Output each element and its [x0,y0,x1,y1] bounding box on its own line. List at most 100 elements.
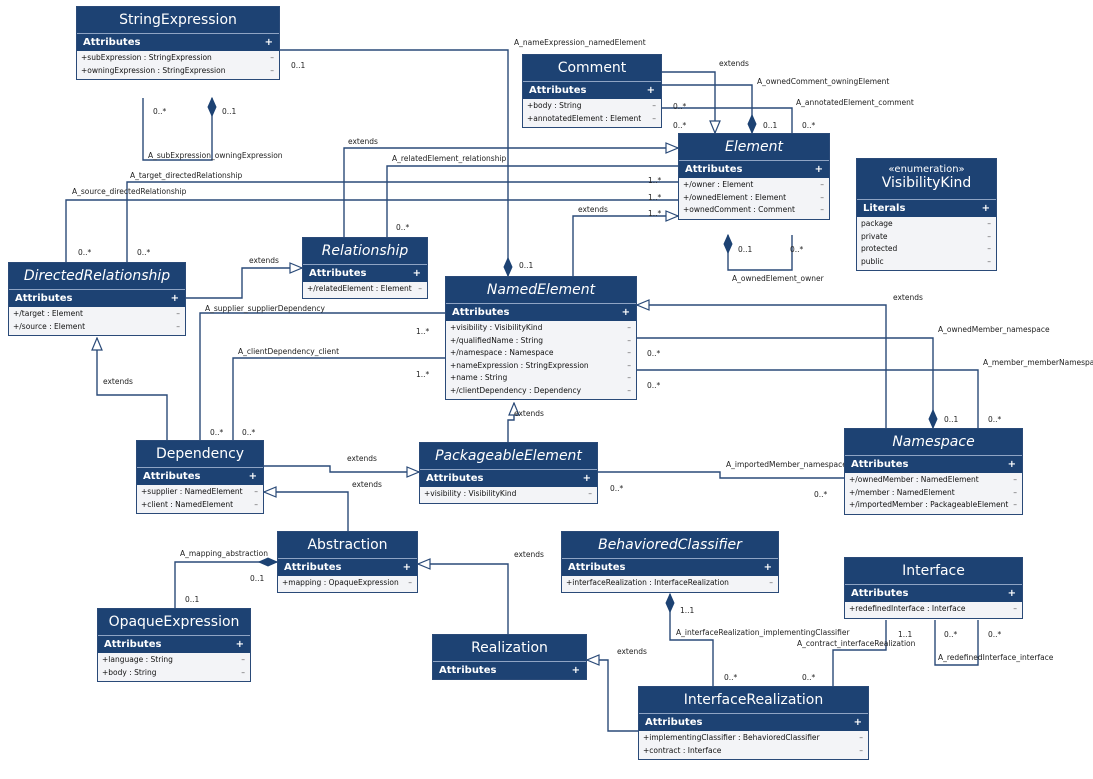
attribute-row[interactable]: +name : String– [446,372,636,385]
remove-attribute-icon[interactable]: – [1013,500,1017,509]
class-string-expression[interactable]: StringExpression Attributes+ +subExpress… [76,6,280,80]
remove-attribute-icon[interactable]: – [176,321,180,331]
enum-visibility-kind[interactable]: «enumeration»VisibilityKind Literals+ pa… [856,158,997,271]
class-comment[interactable]: Comment Attributes+ +body : String–+anno… [522,54,662,128]
attributes-section[interactable]: Attributes+ [303,264,427,282]
remove-attribute-icon[interactable]: – [254,499,258,509]
remove-attribute-icon[interactable]: – [270,65,274,75]
attributes-section[interactable]: Attributes+ [433,661,586,679]
attribute-row[interactable]: +owningExpression : StringExpression– [77,65,279,78]
class-relationship[interactable]: Relationship Attributes+ +/relatedElemen… [302,237,428,299]
attribute-row[interactable]: +body : String– [98,667,250,680]
class-interface-realization[interactable]: InterfaceRealization Attributes+ +implem… [638,686,869,760]
attributes-section[interactable]: Attributes+ [639,713,868,731]
add-attribute-icon[interactable]: + [264,37,273,48]
attribute-row[interactable]: +interfaceRealization : InterfaceRealiza… [562,577,778,590]
class-interface[interactable]: Interface Attributes+ +redefinedInterfac… [844,557,1023,619]
attribute-row[interactable]: +/importedMember : PackageableElement– [845,499,1022,512]
attributes-section[interactable]: Attributes+ [523,81,661,99]
attribute-row[interactable]: +body : String– [523,100,661,113]
class-behaviored-classifier[interactable]: BehavioredClassifier Attributes+ +interf… [561,531,779,593]
remove-attribute-icon[interactable]: – [1013,475,1017,484]
add-attribute-icon[interactable]: + [814,164,823,175]
add-attribute-icon[interactable]: + [646,85,655,96]
class-opaque-expression[interactable]: OpaqueExpression Attributes+ +language :… [97,608,251,682]
attribute-row[interactable]: +contract : Interface– [639,745,868,758]
remove-attribute-icon[interactable]: – [1013,604,1017,613]
attribute-row[interactable]: +client : NamedElement– [137,499,263,512]
add-attribute-icon[interactable]: + [853,717,862,728]
class-packageable-element[interactable]: PackageableElement Attributes+ +visibili… [419,442,598,504]
class-element[interactable]: Element Attributes+ +/owner : Element–+/… [678,133,830,220]
remove-attribute-icon[interactable]: – [241,667,245,677]
attribute-row[interactable]: +/ownedMember : NamedElement– [845,474,1022,487]
remove-attribute-icon[interactable]: – [627,373,631,382]
remove-attribute-icon[interactable]: – [418,284,422,293]
remove-attribute-icon[interactable]: – [987,256,991,266]
attribute-row[interactable]: public– [857,256,996,269]
add-attribute-icon[interactable]: + [1007,588,1016,599]
remove-attribute-icon[interactable]: – [820,192,824,202]
class-directed-relationship[interactable]: DirectedRelationship Attributes+ +/targe… [8,262,186,336]
attribute-row[interactable]: protected– [857,243,996,256]
attribute-row[interactable]: +supplier : NamedElement– [137,486,263,499]
add-attribute-icon[interactable]: + [571,665,580,676]
attribute-row[interactable]: +ownedComment : Comment– [679,204,829,217]
remove-attribute-icon[interactable]: – [859,745,863,755]
attribute-row[interactable]: private– [857,231,996,244]
attributes-section[interactable]: Attributes+ [137,467,263,485]
attributes-section[interactable]: Attributes+ [679,160,829,178]
attributes-section[interactable]: Attributes+ [845,584,1022,602]
remove-attribute-icon[interactable]: – [820,205,824,214]
class-namespace[interactable]: Namespace Attributes+ +/ownedMember : Na… [844,428,1023,515]
attribute-row[interactable]: +visibility : VisibilityKind– [420,488,597,501]
remove-attribute-icon[interactable]: – [176,309,180,318]
attributes-section[interactable]: Attributes+ [278,558,417,576]
attributes-section[interactable]: Attributes+ [77,33,279,51]
attribute-row[interactable]: +mapping : OpaqueExpression– [278,577,417,590]
class-dependency[interactable]: Dependency Attributes+ +supplier : Named… [136,440,264,514]
attribute-row[interactable]: +redefinedInterface : Interface– [845,603,1022,616]
attribute-row[interactable]: +/clientDependency : Dependency– [446,385,636,398]
attribute-row[interactable]: +/qualifiedName : String– [446,335,636,348]
attributes-section[interactable]: Attributes+ [9,289,185,307]
remove-attribute-icon[interactable]: – [820,180,824,189]
add-attribute-icon[interactable]: + [248,471,257,482]
class-named-element[interactable]: NamedElement Attributes+ +visibility : V… [445,276,637,400]
remove-attribute-icon[interactable]: – [627,335,631,345]
class-abstraction[interactable]: Abstraction Attributes+ +mapping : Opaqu… [277,531,418,593]
remove-attribute-icon[interactable]: – [627,360,631,370]
add-attribute-icon[interactable]: + [763,562,772,573]
remove-attribute-icon[interactable]: – [627,348,631,357]
remove-attribute-icon[interactable]: – [859,733,863,742]
attribute-row[interactable]: +annotatedElement : Element– [523,113,661,126]
add-attribute-icon[interactable]: + [412,268,421,279]
attribute-row[interactable]: +visibility : VisibilityKind– [446,322,636,335]
attribute-row[interactable]: +implementingClassifier : BehavioredClas… [639,732,868,745]
remove-attribute-icon[interactable]: – [987,231,991,241]
attributes-section[interactable]: Attributes+ [845,455,1022,473]
attribute-row[interactable]: +/owner : Element– [679,179,829,192]
remove-attribute-icon[interactable]: – [588,489,592,498]
remove-attribute-icon[interactable]: – [627,323,631,332]
remove-attribute-icon[interactable]: – [987,244,991,253]
attribute-row[interactable]: +subExpression : StringExpression– [77,52,279,65]
add-attribute-icon[interactable]: + [170,293,179,304]
remove-attribute-icon[interactable]: – [769,578,773,587]
add-attribute-icon[interactable]: + [1007,459,1016,470]
remove-attribute-icon[interactable]: – [987,219,991,228]
add-literal-icon[interactable]: + [981,203,990,214]
attributes-section[interactable]: Attributes+ [98,635,250,653]
add-attribute-icon[interactable]: + [621,307,630,318]
attribute-row[interactable]: +language : String– [98,654,250,667]
remove-attribute-icon[interactable]: – [270,53,274,62]
attribute-row[interactable]: package– [857,218,996,231]
class-realization[interactable]: Realization Attributes+ [432,634,587,680]
remove-attribute-icon[interactable]: – [652,101,656,110]
remove-attribute-icon[interactable]: – [408,578,412,587]
attribute-row[interactable]: +/target : Element– [9,308,185,321]
remove-attribute-icon[interactable]: – [254,487,258,496]
attributes-section[interactable]: Attributes+ [420,469,597,487]
attribute-row[interactable]: +/member : NamedElement– [845,487,1022,500]
remove-attribute-icon[interactable]: – [1013,487,1017,497]
